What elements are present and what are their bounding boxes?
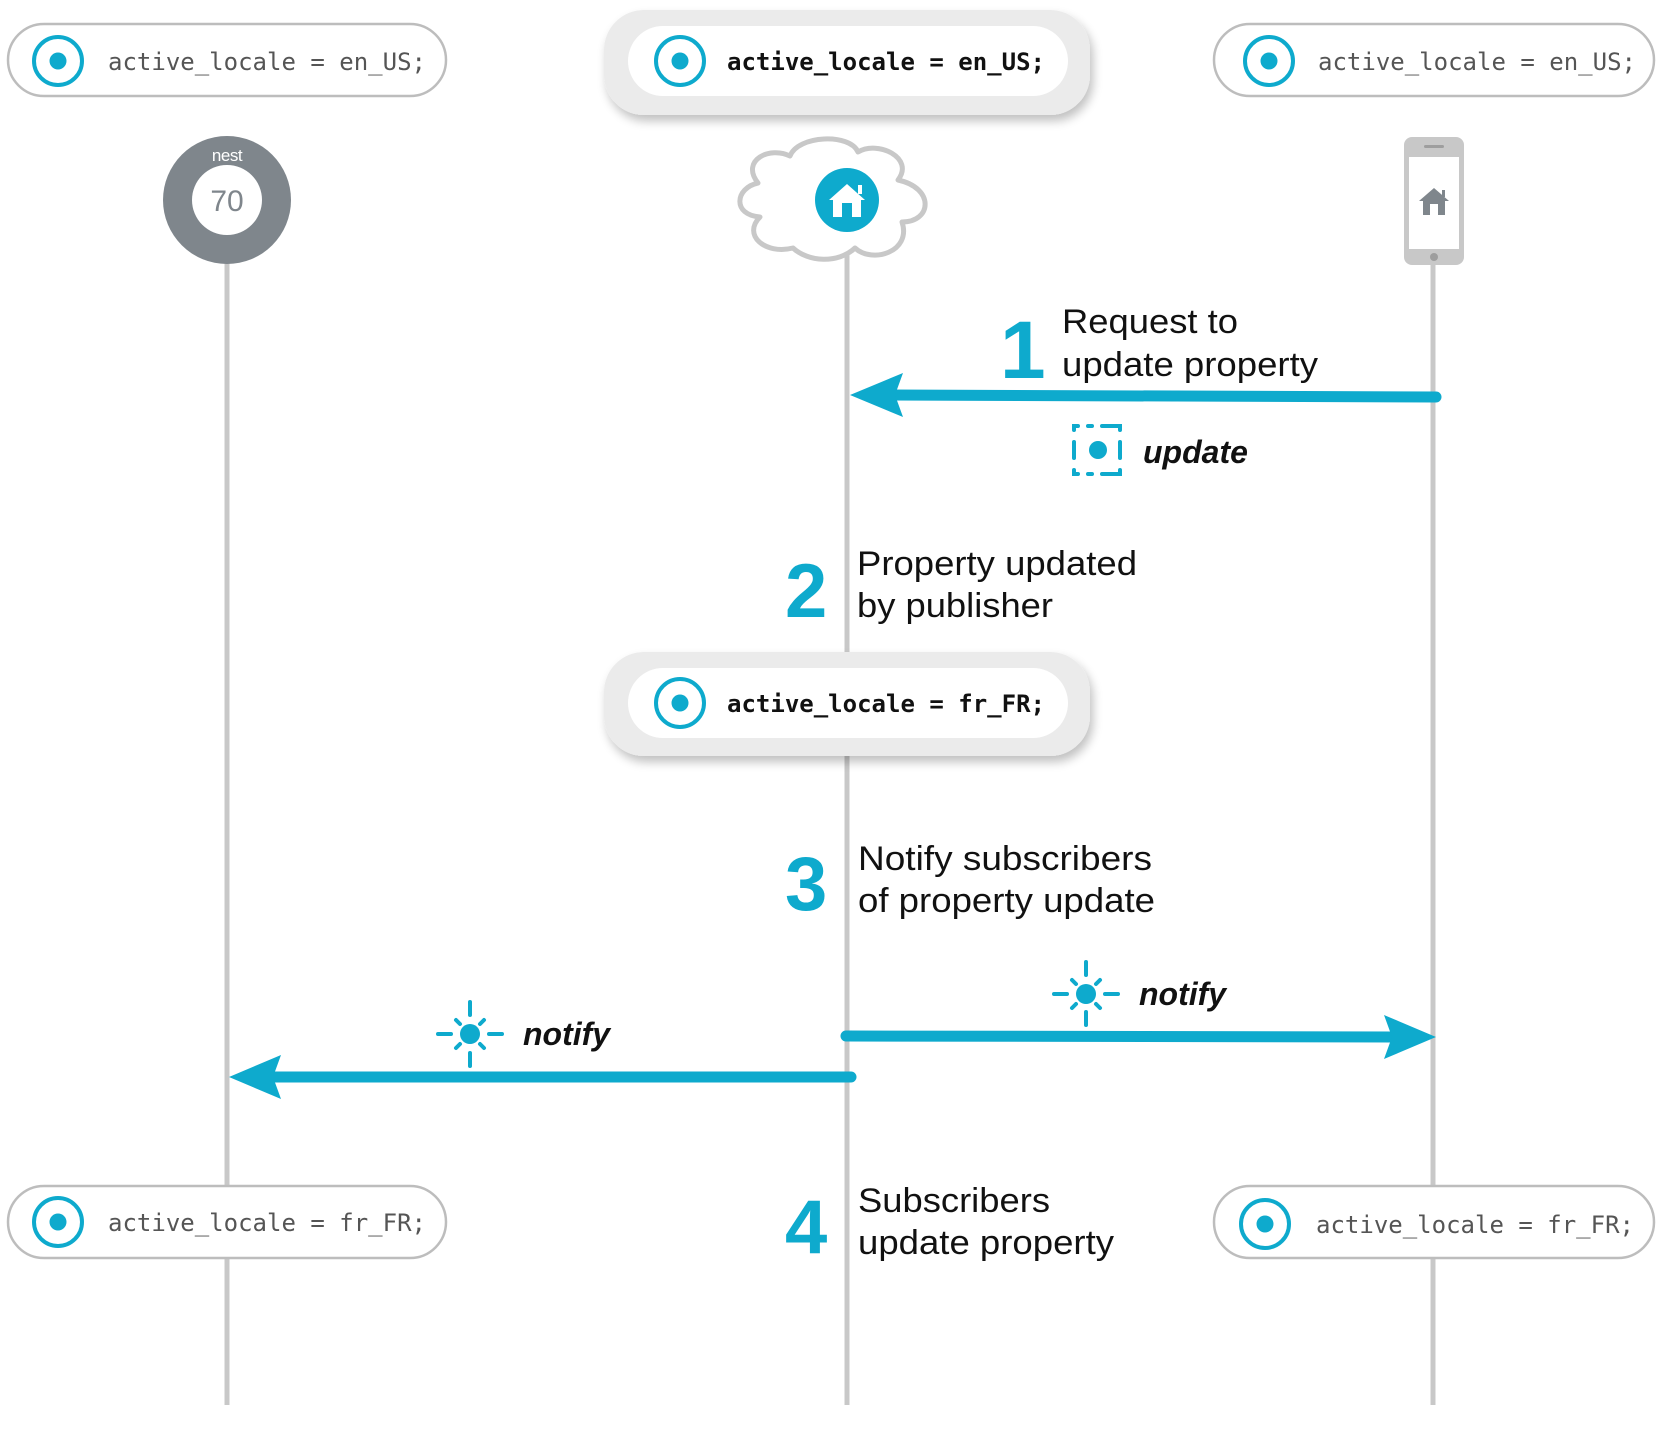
thermostat-icon: nest 70 bbox=[163, 136, 291, 264]
step-3-line1: Notify subscribers bbox=[858, 840, 1152, 878]
step-4: 4 Subscribers update property bbox=[785, 1182, 1114, 1270]
step-3-number: 3 bbox=[785, 842, 827, 927]
step-4-line2: update property bbox=[858, 1224, 1114, 1262]
property-text: active_locale = fr_FR; bbox=[1316, 1211, 1634, 1239]
home-icon bbox=[829, 184, 865, 217]
top-center-property-pill: active_locale = en_US; bbox=[604, 10, 1090, 115]
bottom-right-property-pill: active_locale = fr_FR; bbox=[1212, 1184, 1656, 1260]
phone-icon bbox=[1404, 137, 1464, 265]
thermostat-brand: nest bbox=[212, 146, 243, 165]
notify-left-label: notify bbox=[523, 1016, 612, 1052]
bottom-left-property-pill: active_locale = fr_FR; bbox=[6, 1184, 448, 1260]
step-1: 1 Request to update property bbox=[1000, 303, 1318, 396]
property-text: active_locale = en_US; bbox=[727, 48, 1045, 76]
cloud-service-icon bbox=[737, 136, 928, 262]
update-action: update bbox=[1072, 424, 1248, 476]
step-4-line1: Subscribers bbox=[858, 1182, 1050, 1220]
step-2-number: 2 bbox=[785, 549, 827, 634]
step-2: 2 Property updated by publisher bbox=[785, 545, 1137, 634]
property-text: active_locale = fr_FR; bbox=[727, 690, 1045, 718]
property-text: active_locale = en_US; bbox=[1318, 48, 1636, 76]
notify-icon bbox=[1052, 960, 1120, 1027]
property-text: active_locale = en_US; bbox=[108, 48, 426, 76]
property-icon bbox=[1239, 1198, 1291, 1250]
notify-left-action: notify bbox=[436, 1000, 612, 1068]
step-1-line1: Request to bbox=[1062, 303, 1238, 341]
top-right-property-pill: active_locale = en_US; bbox=[1212, 22, 1656, 98]
property-icon bbox=[654, 35, 706, 87]
property-icon bbox=[32, 1196, 84, 1248]
update-action-label: update bbox=[1143, 434, 1248, 470]
home-icon bbox=[1419, 188, 1449, 215]
notify-right-label: notify bbox=[1139, 976, 1228, 1012]
notify-icon bbox=[436, 1000, 504, 1068]
step-3: 3 Notify subscribers of property update bbox=[785, 840, 1155, 927]
notify-thermostat-arrow bbox=[229, 1055, 857, 1099]
update-icon bbox=[1072, 424, 1122, 476]
update-request-arrow bbox=[850, 373, 1442, 417]
property-icon bbox=[1243, 35, 1295, 87]
publisher-updated-property-pill: active_locale = fr_FR; bbox=[604, 652, 1090, 756]
notify-phone-arrow bbox=[840, 1015, 1436, 1059]
step-2-line2: by publisher bbox=[857, 587, 1053, 625]
thermostat-temperature: 70 bbox=[210, 185, 243, 218]
step-2-line1: Property updated bbox=[857, 545, 1137, 583]
step-4-number: 4 bbox=[785, 1185, 827, 1270]
notify-right-action: notify bbox=[1052, 960, 1228, 1027]
property-text: active_locale = fr_FR; bbox=[108, 1209, 426, 1237]
step-3-line2: of property update bbox=[858, 882, 1155, 920]
step-1-line2: update property bbox=[1062, 346, 1318, 384]
property-icon bbox=[32, 35, 84, 87]
property-icon bbox=[654, 677, 706, 729]
top-left-property-pill: active_locale = en_US; bbox=[6, 22, 448, 98]
step-1-number: 1 bbox=[1000, 305, 1046, 396]
